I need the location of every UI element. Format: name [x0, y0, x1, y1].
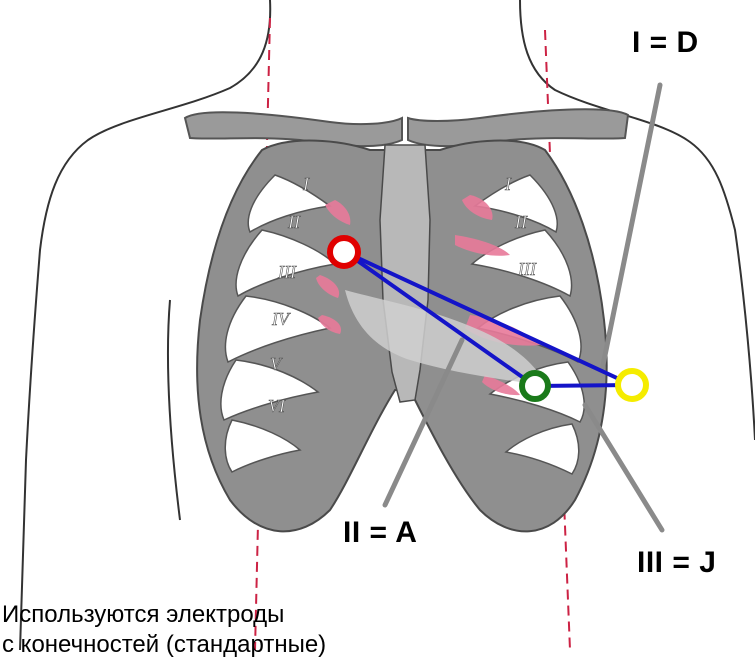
lead-label-iii: III = J [637, 546, 716, 580]
lower-electrode [522, 373, 548, 399]
rib-numeral-r1: I [504, 174, 512, 194]
rib-numeral-2: II [287, 212, 301, 232]
lead-label-i: I = D [632, 26, 699, 60]
rib-numeral-1: I [302, 174, 310, 194]
right-electrode [330, 238, 358, 266]
caption-line-2: с конечностей (стандартные) [2, 630, 326, 660]
caption-line-1: Используются электроды [2, 600, 326, 630]
rib-numeral-3: III [277, 262, 297, 282]
lead-label-ii: II = A [343, 516, 417, 550]
rib-numeral-4: IV [271, 309, 291, 329]
rib-numeral-6: VI [268, 396, 286, 416]
pointer-line-iii [585, 405, 662, 530]
rib-numeral-r3: III [517, 259, 537, 279]
clavicles [185, 109, 628, 146]
rib-numeral-r2: II [514, 212, 528, 232]
caption: Используются электроды с конечностей (ст… [2, 600, 326, 660]
left-electrode [618, 371, 646, 399]
